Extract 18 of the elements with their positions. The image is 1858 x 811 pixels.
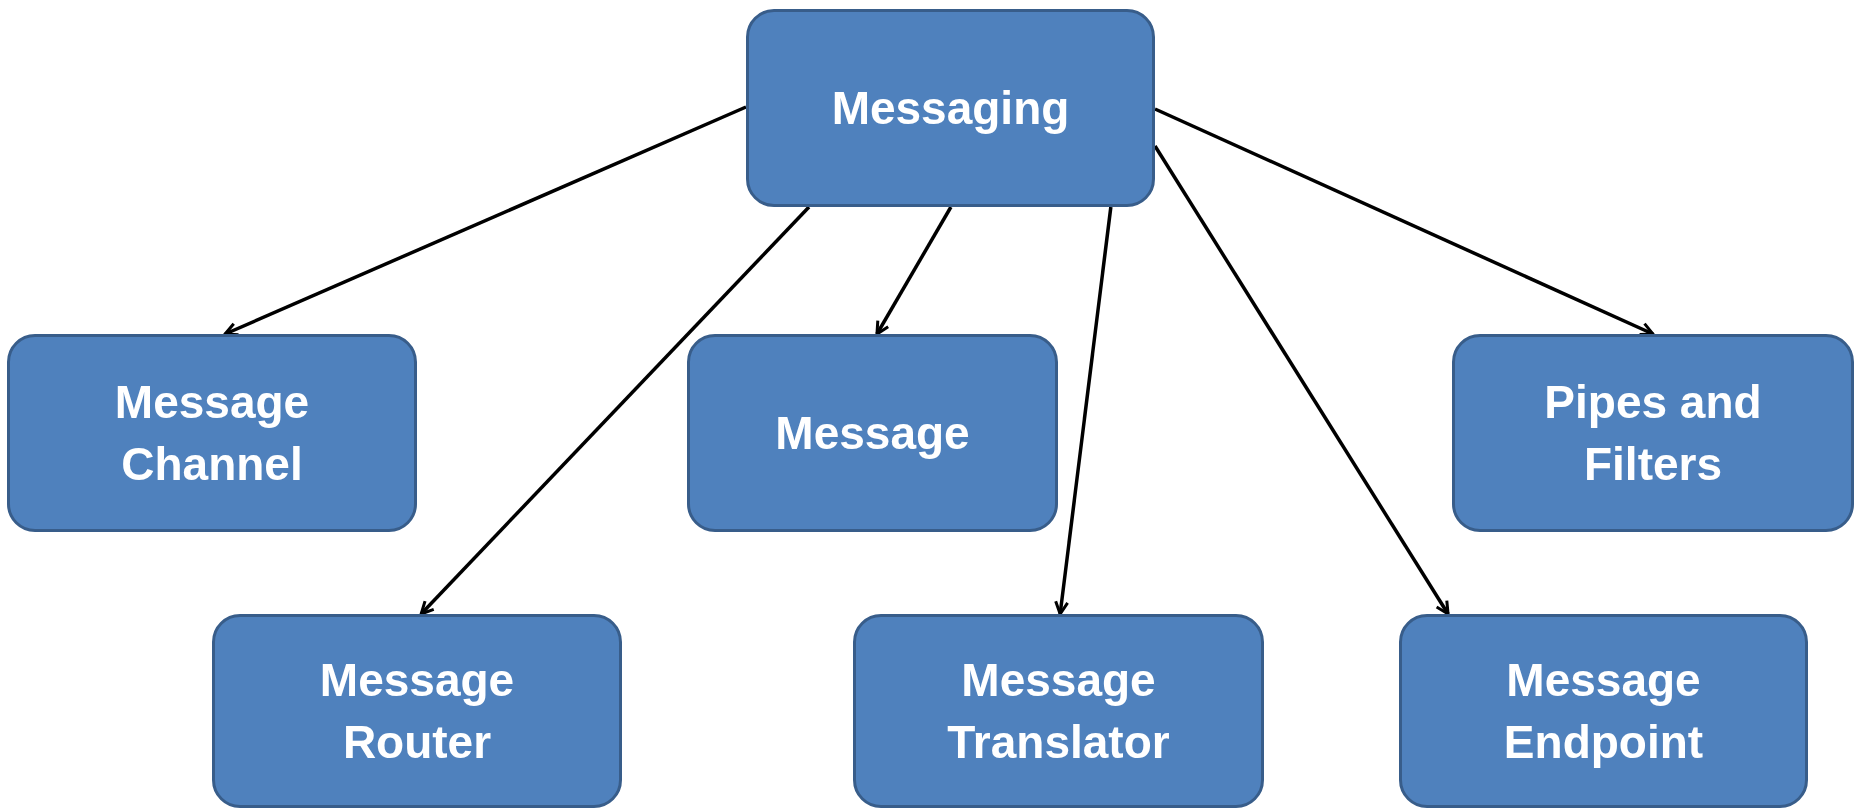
- box-label: Message: [775, 405, 970, 461]
- box-label: Message Router: [318, 652, 516, 770]
- box-label: Message Endpoint: [1502, 652, 1705, 770]
- box-label: Pipes and Filters: [1543, 374, 1763, 492]
- process-box: [853, 614, 1264, 808]
- process-box: [746, 9, 1155, 207]
- process-box: [687, 334, 1058, 532]
- process-box: [7, 334, 417, 532]
- arrow: [1054, 206, 1113, 616]
- arrow: [419, 205, 811, 616]
- arrow: [875, 206, 953, 336]
- process-box: [212, 614, 622, 808]
- process-box: [1452, 334, 1854, 532]
- box-label: Messaging: [831, 80, 1070, 136]
- arrow: [1153, 145, 1450, 616]
- box-label: Message Translator: [946, 652, 1171, 770]
- box-label: Message Channel: [113, 374, 311, 492]
- process-box: [1399, 614, 1808, 808]
